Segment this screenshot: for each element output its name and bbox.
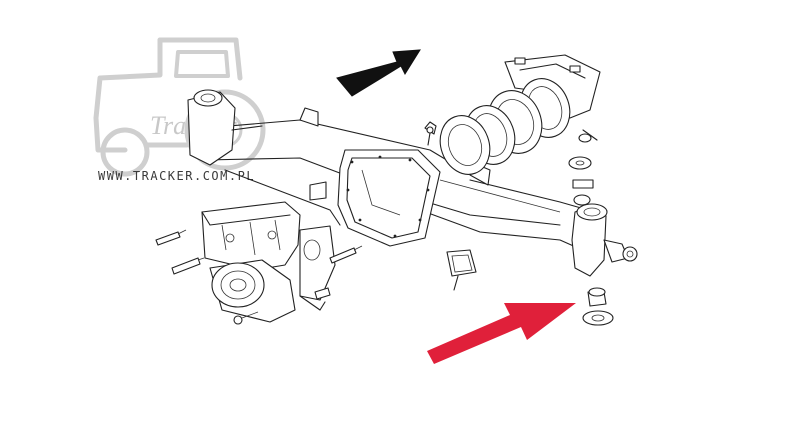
- red-pointer-arrow-icon: [427, 303, 576, 364]
- right-axle-end: [571, 203, 638, 277]
- lower-kingpin-parts: [582, 287, 614, 326]
- axle-housing: [204, 107, 589, 249]
- black-direction-arrow-icon: [336, 49, 421, 97]
- tractor-outline-icon: [93, 37, 266, 177]
- bearing-rings: [439, 78, 571, 175]
- cover-plate: [446, 249, 477, 291]
- right-washers: [568, 129, 598, 206]
- left-axle-end: [187, 89, 263, 166]
- bolt-icons: [155, 229, 363, 325]
- housing-small-parts: [309, 126, 434, 201]
- lower-left-casing: [201, 201, 336, 323]
- watermark-website: WWW.TRACKER.COM.PL: [98, 169, 255, 183]
